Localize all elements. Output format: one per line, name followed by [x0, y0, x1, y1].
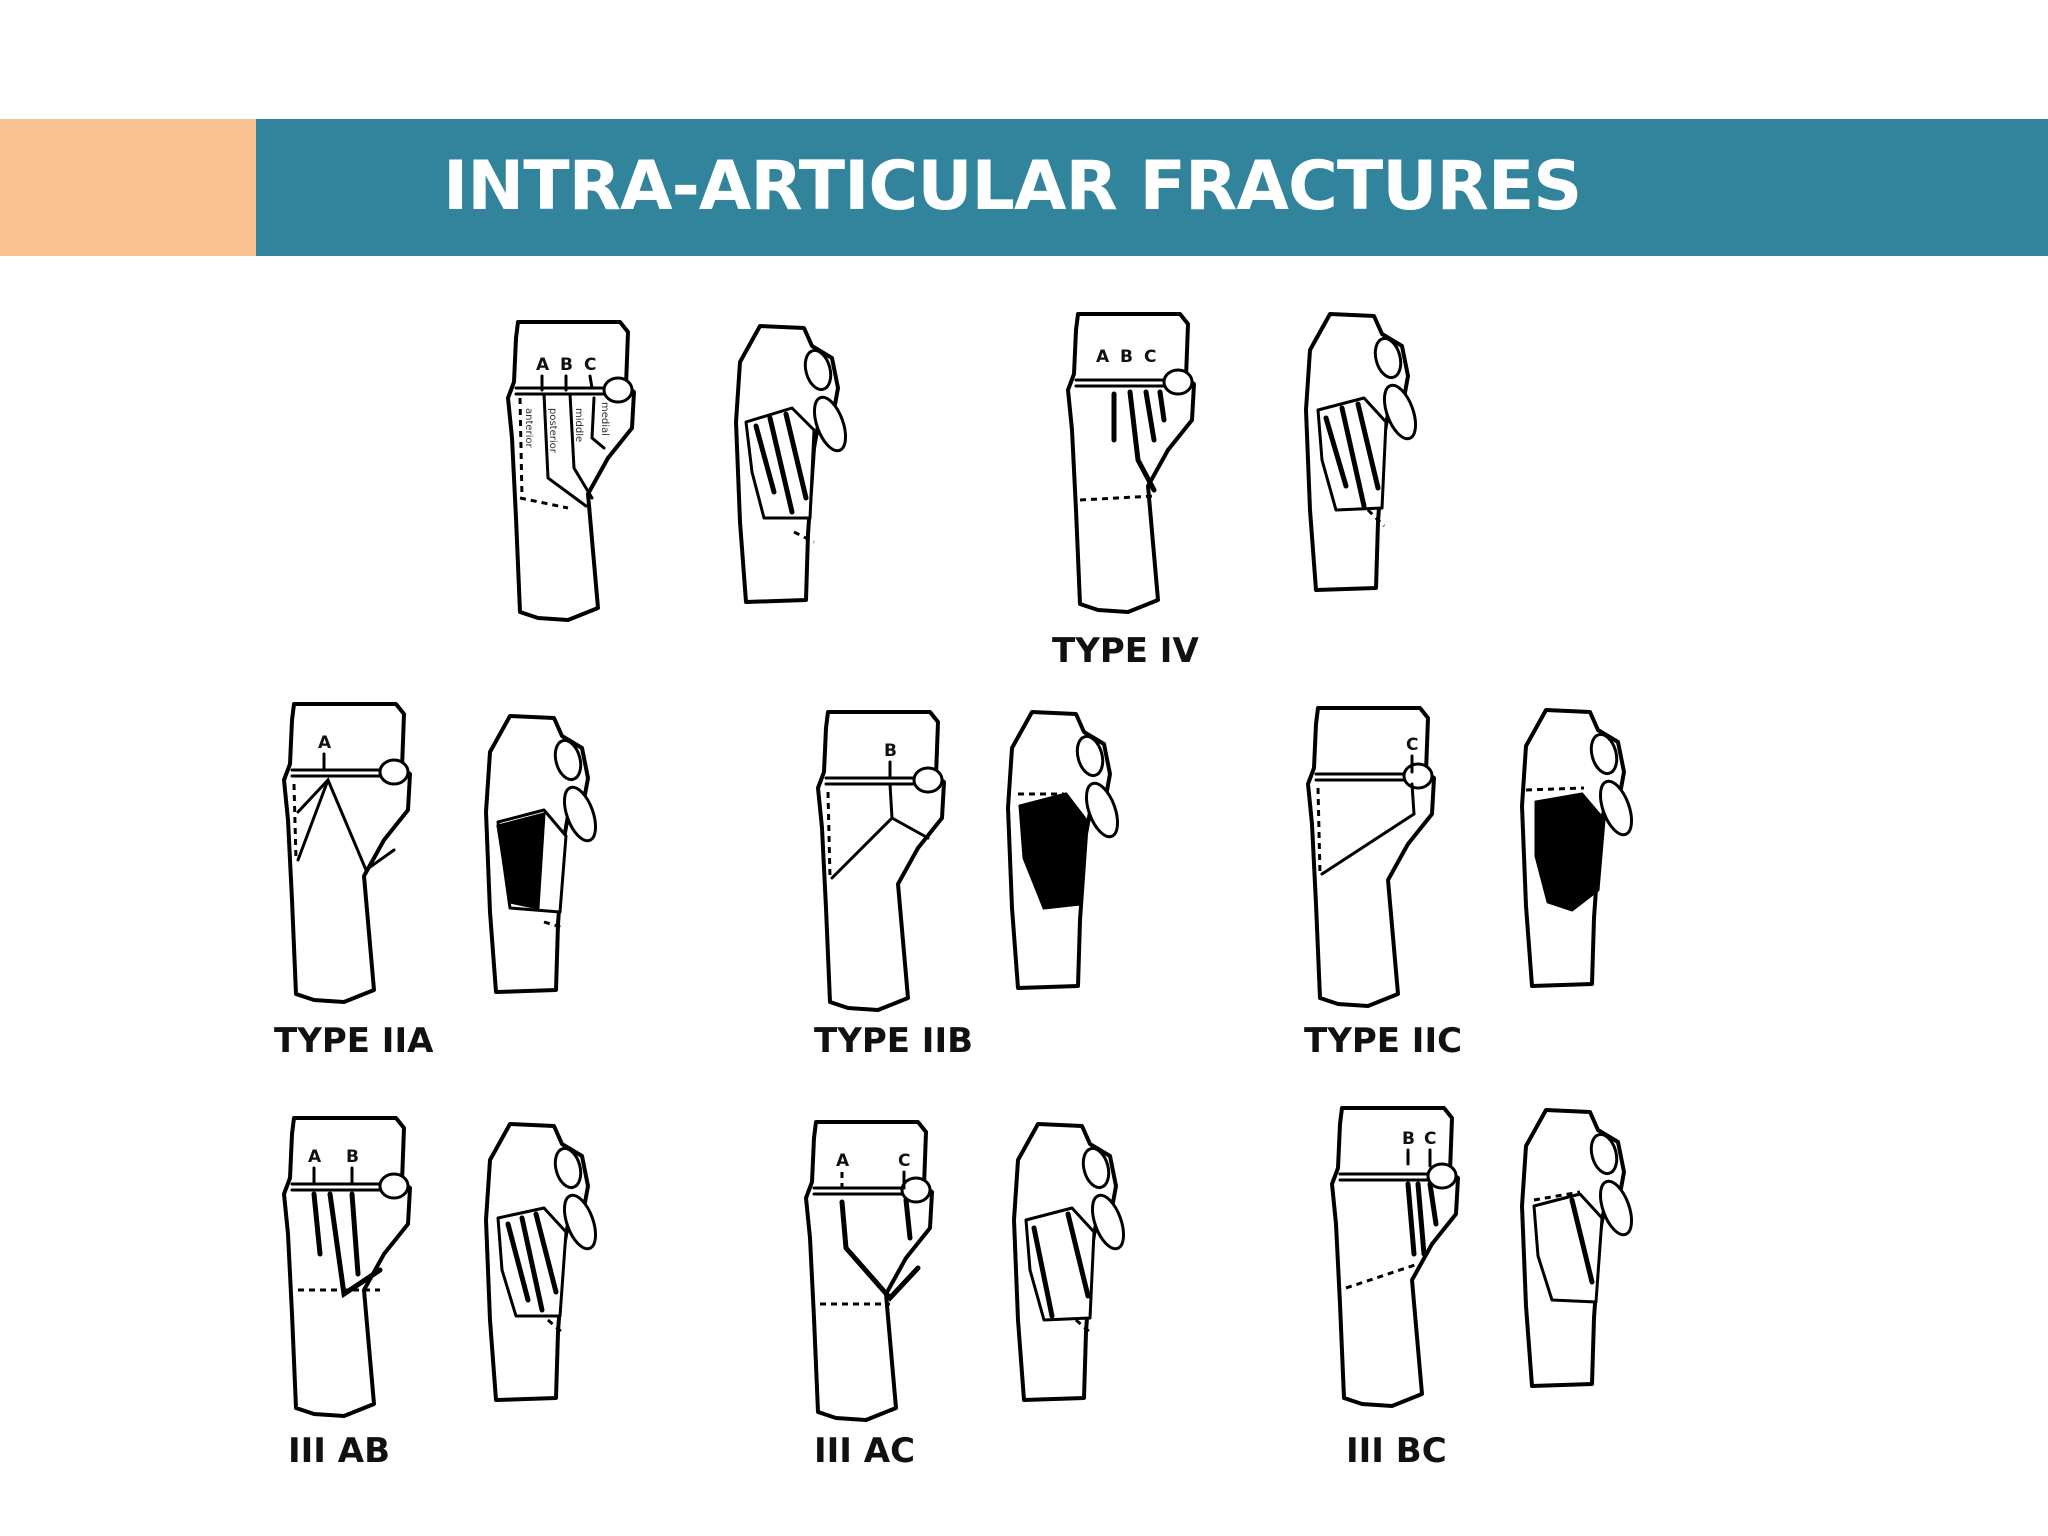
- type3ab-lateral-view: [484, 1122, 604, 1402]
- letter-c: C: [898, 1151, 910, 1171]
- figure-label-type3ac: III AC: [814, 1431, 915, 1471]
- type2a-lateral-view: [484, 714, 604, 994]
- figure-label-type2b: TYPE IIB: [814, 1021, 973, 1061]
- type4-top-view: A B C: [1066, 312, 1196, 614]
- region-label-medial: medial: [599, 402, 610, 436]
- letter-c: C: [1406, 735, 1418, 755]
- figure-label-type2c: TYPE IIC: [1304, 1021, 1462, 1061]
- base-lateral-view: [734, 324, 854, 604]
- letter-a: A: [836, 1151, 850, 1171]
- letter-a: A: [318, 733, 332, 753]
- type2c-lateral-view: [1520, 708, 1640, 988]
- letter-a: A: [536, 355, 550, 375]
- letter-c: C: [1424, 1129, 1436, 1149]
- letter-b: B: [1120, 347, 1133, 367]
- type3ac-lateral-view: [1012, 1122, 1132, 1402]
- title-bar: [256, 119, 2048, 256]
- base-top-view: A B C anterior posterior middle medial: [506, 320, 636, 622]
- figure-label-type3bc: III BC: [1346, 1431, 1447, 1471]
- letter-c: C: [1144, 347, 1156, 367]
- type3ab-top-view: A B: [282, 1116, 412, 1418]
- region-label-middle: middle: [573, 408, 584, 442]
- region-label-posterior: posterior: [547, 408, 558, 454]
- type2a-top-view: A: [282, 702, 412, 1004]
- figure-label-type2a: TYPE IIA: [274, 1021, 434, 1061]
- region-label-anterior: anterior: [523, 408, 534, 449]
- figure-label-type3ab: III AB: [288, 1431, 390, 1471]
- type3ac-top-view: A C: [804, 1120, 934, 1422]
- type2c-top-view: C: [1306, 706, 1436, 1008]
- type2b-lateral-view: [1006, 710, 1126, 990]
- letter-b: B: [560, 355, 573, 375]
- type4-lateral-view: [1304, 312, 1424, 592]
- letter-a: A: [1096, 347, 1110, 367]
- letter-b: B: [1402, 1129, 1415, 1149]
- letter-a: A: [308, 1147, 322, 1167]
- type2b-top-view: B: [816, 710, 946, 1012]
- letter-b: B: [884, 741, 897, 761]
- letter-c: C: [584, 355, 596, 375]
- figure-label-type4: TYPE IV: [1052, 631, 1199, 671]
- type3bc-lateral-view: [1520, 1108, 1640, 1388]
- type3bc-top-view: B C: [1330, 1106, 1460, 1408]
- slide-title: INTRA-ARTICULAR FRACTURES: [443, 147, 1582, 226]
- letter-b: B: [346, 1147, 359, 1167]
- accent-bar: [0, 119, 256, 256]
